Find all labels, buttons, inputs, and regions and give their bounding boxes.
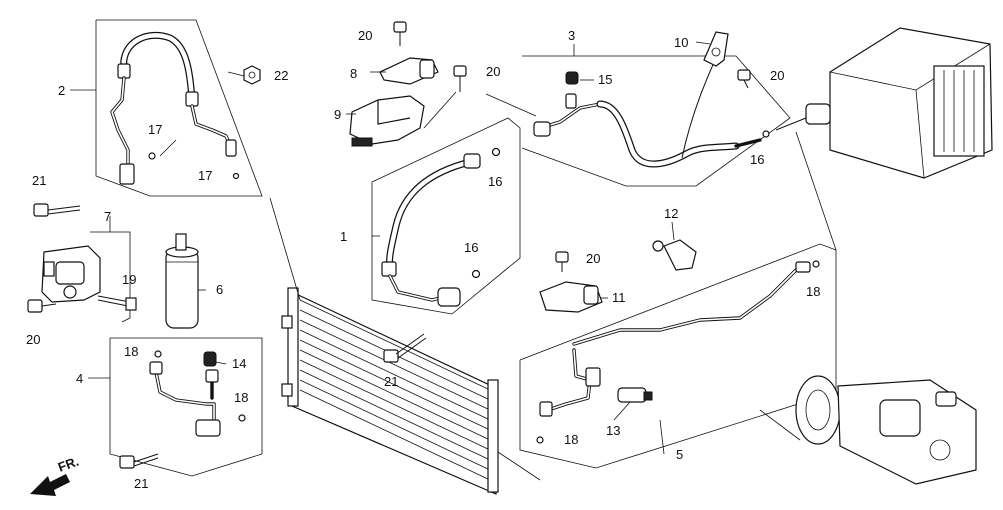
callout-17-b: 17 <box>198 168 212 183</box>
callout-11: 11 <box>612 290 626 305</box>
callout-16-b: 16 <box>464 240 478 255</box>
callout-1: 1 <box>340 229 347 244</box>
callout-20-d: 20 <box>586 251 600 266</box>
front-direction-label: FR. <box>56 454 81 475</box>
callout-20-c: 20 <box>770 68 784 83</box>
callout-16-a: 16 <box>488 174 502 189</box>
part-20-bolt-a <box>27 299 57 313</box>
callout-12: 12 <box>664 206 678 221</box>
callout-6: 6 <box>216 282 223 297</box>
callout-10: 10 <box>674 35 688 50</box>
compressor <box>795 375 977 485</box>
callout-21-c: 21 <box>134 476 148 491</box>
part-11-clamp <box>539 281 603 313</box>
part-21-bolt-c <box>383 333 427 363</box>
part-2-discharge-hose <box>110 31 240 185</box>
leader-lines <box>70 41 837 481</box>
part-6-receiver-dryer <box>165 233 199 329</box>
part-22-nut <box>243 65 261 85</box>
callout-8: 8 <box>350 66 357 81</box>
callout-15: 15 <box>598 72 612 87</box>
callout-2: 2 <box>58 83 65 98</box>
callout-4: 4 <box>76 371 83 386</box>
part-21-bolt-b <box>119 453 159 469</box>
callout-22: 22 <box>274 68 288 83</box>
part-9-bracket <box>349 95 425 147</box>
part-14-cap <box>203 351 217 367</box>
callout-20-e: 20 <box>26 332 40 347</box>
callout-21-b: 21 <box>384 374 398 389</box>
callout-19: 19 <box>122 272 136 287</box>
evaporator-unit <box>775 27 993 179</box>
callout-16-c: 16 <box>750 152 764 167</box>
part-19-bolt <box>97 295 137 311</box>
callout-5: 5 <box>676 447 683 462</box>
part-1-suction-hose <box>381 147 501 307</box>
part-20-bolt-c <box>453 65 467 92</box>
part-12-clamp <box>652 239 697 271</box>
callout-21-a: 21 <box>32 173 46 188</box>
callout-18-d: 18 <box>564 432 578 447</box>
part-3-evaporator-hose <box>533 57 770 168</box>
callout-20-a: 20 <box>358 28 372 43</box>
part-20-bolt-d <box>737 69 751 89</box>
part-7-bracket <box>41 245 101 303</box>
part-20-bolt-e <box>555 251 569 272</box>
callout-labels: 1 2 3 4 5 6 7 8 9 10 11 12 13 14 15 16 1… <box>26 28 820 491</box>
callout-18-c: 18 <box>806 284 820 299</box>
callout-7: 7 <box>104 209 111 224</box>
callout-17-a: 17 <box>148 122 162 137</box>
part-5-liquid-line <box>536 260 820 444</box>
part-8-clamp <box>379 57 439 85</box>
callout-3: 3 <box>568 28 575 43</box>
part-15-cap <box>565 71 579 85</box>
part-20-bolt-b <box>393 21 407 46</box>
part-21-bolt-a <box>33 203 81 217</box>
front-direction-arrow <box>30 474 70 496</box>
callout-20-b: 20 <box>486 64 500 79</box>
callout-18-b: 18 <box>234 390 248 405</box>
callout-18-a: 18 <box>124 344 138 359</box>
callout-13: 13 <box>606 423 620 438</box>
part-4-receiver-line <box>149 350 246 437</box>
condenser <box>281 287 499 495</box>
callout-14: 14 <box>232 356 246 371</box>
part-10-clip <box>703 31 729 67</box>
callout-9: 9 <box>334 107 341 122</box>
part-13-switch <box>617 387 653 403</box>
